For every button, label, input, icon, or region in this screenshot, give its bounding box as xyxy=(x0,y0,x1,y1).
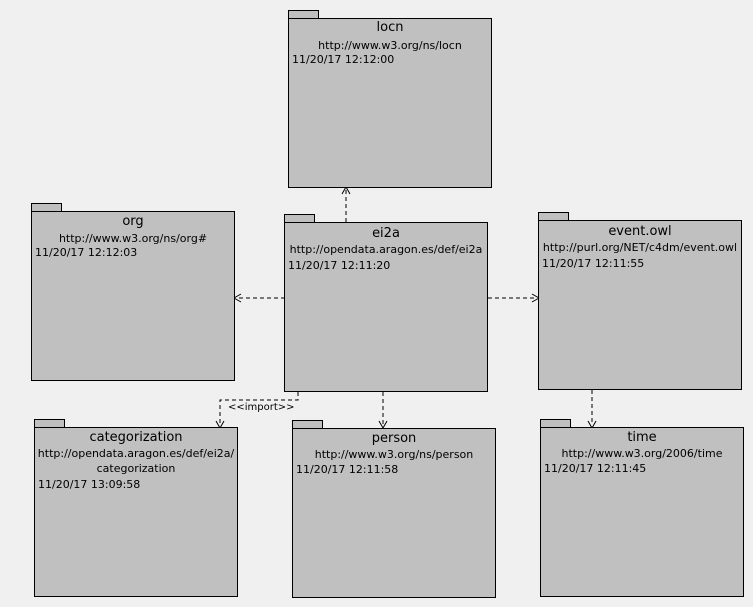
package-name: person xyxy=(371,431,417,446)
arrow-ei2a-to-categorization xyxy=(219,392,299,425)
package-name: event.owl xyxy=(608,224,672,239)
package-tab xyxy=(540,419,571,428)
package-name: ei2a xyxy=(372,226,400,241)
package-tab xyxy=(292,420,323,429)
package-uri: http://www.w3.org/2006/time xyxy=(561,447,723,460)
package-body xyxy=(34,427,238,597)
package-name: time xyxy=(627,430,657,445)
package-tab xyxy=(31,203,62,212)
package-body xyxy=(288,18,492,188)
package-uri: http://opendata.aragon.es/def/ei2a xyxy=(289,243,483,256)
package-tab xyxy=(284,214,315,223)
package-name: org xyxy=(122,214,144,229)
package-locn[interactable]: locn http://www.w3.org/ns/locn 11/20/17 … xyxy=(288,10,492,188)
package-uri: http://www.w3.org/ns/person xyxy=(314,448,474,461)
package-date: 11/20/17 12:11:58 xyxy=(296,463,399,476)
package-ei2a[interactable]: ei2a http://opendata.aragon.es/def/ei2a … xyxy=(284,214,488,392)
package-uri: http://www.w3.org/ns/org# xyxy=(58,232,208,245)
package-date: 11/20/17 12:11:55 xyxy=(542,257,645,270)
package-body xyxy=(31,211,235,381)
package-uri-line-2: categorization xyxy=(96,462,176,475)
package-tab xyxy=(34,419,65,428)
package-name: locn xyxy=(376,20,404,35)
package-date: 11/20/17 12:11:20 xyxy=(288,259,391,272)
package-time[interactable]: time http://www.w3.org/2006/time 11/20/1… xyxy=(540,419,744,597)
package-tab xyxy=(538,212,569,221)
package-body xyxy=(540,427,744,597)
package-name: categorization xyxy=(89,430,183,445)
package-body xyxy=(538,220,742,390)
package-date: 11/20/17 12:12:00 xyxy=(292,53,395,66)
package-tab xyxy=(288,10,319,19)
package-person[interactable]: person http://www.w3.org/ns/person 11/20… xyxy=(292,420,496,598)
package-uri: http://www.w3.org/ns/locn xyxy=(318,39,462,52)
package-date: 11/20/17 13:09:58 xyxy=(38,478,141,491)
package-body xyxy=(284,222,488,392)
package-org[interactable]: org http://www.w3.org/ns/org# 11/20/17 1… xyxy=(31,203,235,381)
package-uri: http://purl.org/NET/c4dm/event.owl xyxy=(542,241,738,254)
package-date: 11/20/17 12:12:03 xyxy=(35,246,138,259)
package-event-owl[interactable]: event.owl http://purl.org/NET/c4dm/event… xyxy=(538,212,742,390)
import-stereotype-label: <<import>> xyxy=(228,402,295,413)
package-categorization[interactable]: categorization http://opendata.aragon.es… xyxy=(34,419,238,597)
package-date: 11/20/17 12:11:45 xyxy=(544,462,647,475)
package-body xyxy=(292,428,496,598)
package-uri-line-1: http://opendata.aragon.es/def/ei2a/ xyxy=(37,447,235,460)
